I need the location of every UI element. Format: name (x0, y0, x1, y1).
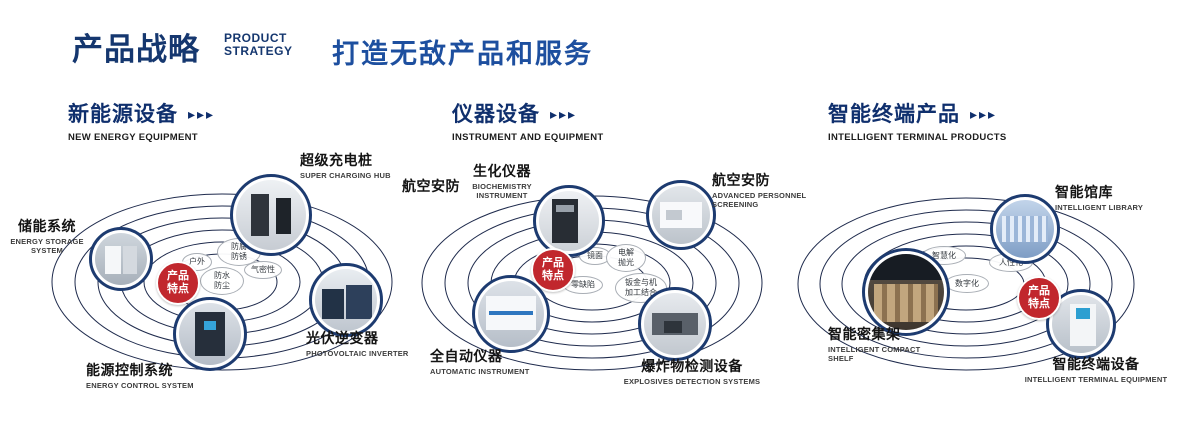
section-title-en: INTELLIGENT TERMINAL PRODUCTS (828, 132, 1007, 143)
section-title: 仪器设备 (452, 103, 540, 126)
item-name: 航空安防 (402, 178, 460, 194)
item-name-en: ADVANCED PERSONNEL SCREENING (712, 190, 807, 209)
feature-tag: 数字化 (945, 274, 989, 293)
energy-control-system-photo (173, 297, 247, 371)
explosives-detection-photo (638, 287, 712, 361)
item-name: 智能密集架 (828, 326, 901, 342)
super-charging-hub-photo (230, 174, 312, 256)
product-features-badge: 产品特点 (156, 261, 200, 305)
label-intelligent-library: 智能馆库 INTELLIGENT LIBRARY (1055, 184, 1143, 212)
label-intelligent-compact-shelf: 智能密集架 INTELLIGENT COMPACT SHELF (828, 326, 928, 363)
item-name-en: ENERGY CONTROL SYSTEM (86, 380, 194, 390)
biochemistry-instrument-photo (533, 185, 605, 257)
item-name-en: INTELLIGENT LIBRARY (1055, 202, 1144, 212)
item-name-en: INTELLIGENT TERMINAL EQUIPMENT (1024, 374, 1168, 384)
feature-tag: 电解抛光 (606, 244, 646, 272)
item-name-en: SUPER CHARGING HUB (300, 170, 391, 180)
label-super-charging-hub: 超级充电桩 SUPER CHARGING HUB (300, 152, 391, 180)
photovoltaic-inverter-photo (309, 263, 383, 337)
item-name: 储能系统 (18, 218, 76, 234)
badge-text: 产品特点 (167, 270, 189, 295)
page-title-en-line1: PRODUCT (224, 31, 287, 45)
label-automatic-instrument: 全自动仪器 AUTOMATIC INSTRUMENT (430, 348, 530, 376)
label-aviation-security: 航空安防 (402, 178, 460, 195)
page-tagline: 打造无敌产品和服务 (332, 39, 593, 69)
section-title-en: INSTRUMENT AND EQUIPMENT (452, 132, 604, 143)
energy-storage-system-photo (89, 227, 153, 291)
item-name: 光伏逆变器 (306, 330, 379, 346)
item-name-en: INTELLIGENT COMPACT SHELF (828, 344, 921, 363)
item-name: 能源控制系统 (86, 362, 173, 378)
page-title-en: PRODUCT STRATEGY (224, 32, 292, 58)
personnel-screening-photo (646, 180, 716, 250)
badge-text: 产品特点 (542, 257, 564, 282)
section-header-intelligent-terminal: 智能终端产品 ▸▸▸ INTELLIGENT TERMINAL PRODUCTS (828, 98, 1006, 143)
section-header-instrument: 仪器设备 ▸▸▸ INSTRUMENT AND EQUIPMENT (452, 98, 603, 143)
item-name-en: EXPLOSIVES DETECTION SYSTEMS (623, 376, 761, 386)
intelligent-library-photo (990, 194, 1060, 264)
label-explosives-detection: 爆炸物检测设备 EXPLOSIVES DETECTION SYSTEMS (612, 358, 772, 386)
item-name: 智能终端设备 (1052, 356, 1140, 372)
label-photovoltaic-inverter: 光伏逆变器 PHOTOVOLTAIC INVERTER (306, 330, 409, 358)
triple-arrow-icon: ▸▸▸ (550, 106, 578, 122)
badge-text: 产品特点 (1028, 285, 1050, 310)
label-energy-storage-system: 储能系统 ENERGY STORAGE SYSTEM (4, 218, 90, 255)
section-title: 新能源设备 (68, 103, 178, 126)
feature-tag: 气密性 (244, 261, 282, 279)
label-intelligent-terminal-equipment: 智能终端设备 INTELLIGENT TERMINAL EQUIPMENT (1016, 356, 1176, 384)
product-features-badge: 产品特点 (1017, 276, 1061, 320)
item-name-en: PHOTOVOLTAIC INVERTER (306, 348, 409, 358)
section-title: 智能终端产品 (828, 103, 960, 126)
item-name: 全自动仪器 (430, 348, 503, 364)
feature-tag: 防水防尘 (200, 267, 244, 295)
section-title-en: NEW ENERGY EQUIPMENT (68, 132, 198, 143)
section-header-new-energy: 新能源设备 ▸▸▸ NEW ENERGY EQUIPMENT (68, 98, 215, 143)
triple-arrow-icon: ▸▸▸ (188, 106, 216, 122)
item-name: 航空安防 (712, 172, 770, 188)
item-name: 智能馆库 (1055, 184, 1113, 200)
item-name-en: ENERGY STORAGE SYSTEM (10, 236, 84, 255)
item-name-en: BIOCHEMISTRY INSTRUMENT (472, 181, 532, 200)
label-biochemistry-instrument: 生化仪器 BIOCHEMISTRY INSTRUMENT (450, 163, 554, 200)
product-features-badge: 产品特点 (531, 248, 575, 292)
item-name: 超级充电桩 (300, 152, 373, 168)
item-name-en: AUTOMATIC INSTRUMENT (430, 366, 530, 376)
feature-tag: 零缺陷 (563, 276, 603, 294)
label-personnel-screening: 航空安防 ADVANCED PERSONNEL SCREENING (712, 172, 812, 209)
page-title: 产品战略 (72, 32, 200, 67)
intelligent-terminal-photo (1046, 289, 1116, 359)
page-title-en-line2: STRATEGY (224, 44, 293, 58)
automatic-instrument-photo (472, 275, 550, 353)
item-name: 生化仪器 (473, 163, 531, 179)
item-name: 爆炸物检测设备 (641, 358, 743, 374)
triple-arrow-icon: ▸▸▸ (970, 106, 998, 122)
label-energy-control-system: 能源控制系统 ENERGY CONTROL SYSTEM (86, 362, 194, 390)
intelligent-compact-shelf-photo (862, 248, 950, 336)
